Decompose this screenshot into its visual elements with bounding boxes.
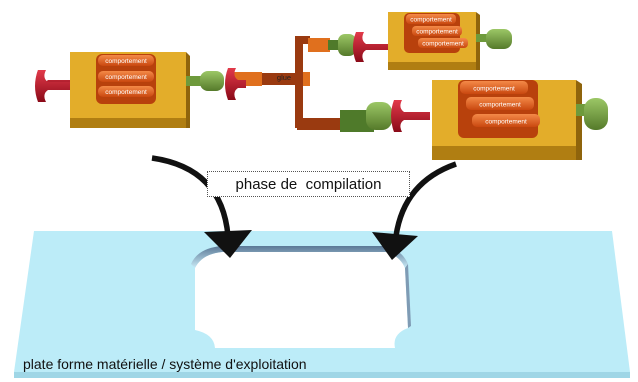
component-a-base-side [70,118,186,128]
component-b-behaviors: comportement comportement comportement [404,13,468,53]
compilation-phase-label: phase de compilation [207,171,410,197]
component-c-behavior-2-label: comportement [479,102,521,109]
glue-bottom-branch [297,118,343,130]
component-c-behavior-3-label: comportement [485,119,527,126]
compile-arrow-right-head [372,232,418,260]
glue-top-orange [308,38,330,52]
glue-red-socket [225,68,246,100]
platform [14,231,630,378]
glue-middle-segment [262,73,298,85]
component-c-base-side [432,146,576,160]
component-c-green-plug [584,98,608,130]
compile-arrow-right [393,161,457,237]
component-a-behaviors: comportement comportement comportement [96,54,156,104]
glue-bottom-green [340,110,374,132]
compile-arrow-left-head [204,230,252,258]
component-b-behavior-3-label: comportement [422,41,464,48]
component-a-behavior-1 [98,55,154,66]
platform-rim-right [405,264,411,328]
compile-arrow-left [151,155,231,237]
component-b-green-in-stem [328,40,342,50]
platform-rim-top [191,246,408,268]
component-a-green-plug [200,71,224,91]
component-b-green-stem [476,34,488,42]
component-b-behavior-1 [406,14,456,24]
component-c-behavior-3 [472,114,540,127]
component-b-base-side [388,62,476,70]
component-c-base-right [576,80,582,160]
component-c-behaviors: comportement comportement comportement [458,80,540,138]
component-a-behavior-3-label: comportement [105,89,147,96]
component-b: comportement comportement comportement [328,12,512,70]
component-b-green-plug [486,29,512,49]
component-a-red-socket-body [35,70,70,102]
component-a-behavior-1-label: comportement [105,58,147,65]
component-b-behavior-2 [412,26,462,36]
component-c-behavior-2 [466,97,534,110]
component-a-base-right [186,52,190,128]
component-a-behavior-2 [98,71,154,82]
component-a: comportement comportement comportement [35,52,224,128]
component-b-red-socket [353,32,388,62]
component-a-behavior-2-label: comportement [105,74,147,81]
component-b-green-in-plug [338,34,356,56]
platform-label: plate forme matérielle / système d'explo… [23,356,307,372]
compile-arrows [151,155,457,260]
component-b-behavior-2-label: comportement [416,29,458,36]
component-a-behavior-3 [98,86,154,97]
glue-vertical-up [295,36,303,128]
glue-wiring: glue [232,36,374,132]
component-c-behavior-1-label: comportement [473,86,515,93]
component-b-behavior-1-label: comportement [410,17,452,24]
component-c-behavior-1 [460,81,528,94]
component-c: comportement comportement comportement [366,80,608,160]
component-a-red-socket [36,70,70,92]
component-b-behavior-3 [418,38,468,48]
component-a-green-stem [186,76,202,86]
platform-front-edge [14,372,630,378]
component-c-red-socket [391,100,430,132]
platform-cutout [195,252,408,348]
glue-label: glue [277,73,291,82]
component-c-green-in-plug [366,102,392,130]
glue-top-branch [300,36,310,44]
